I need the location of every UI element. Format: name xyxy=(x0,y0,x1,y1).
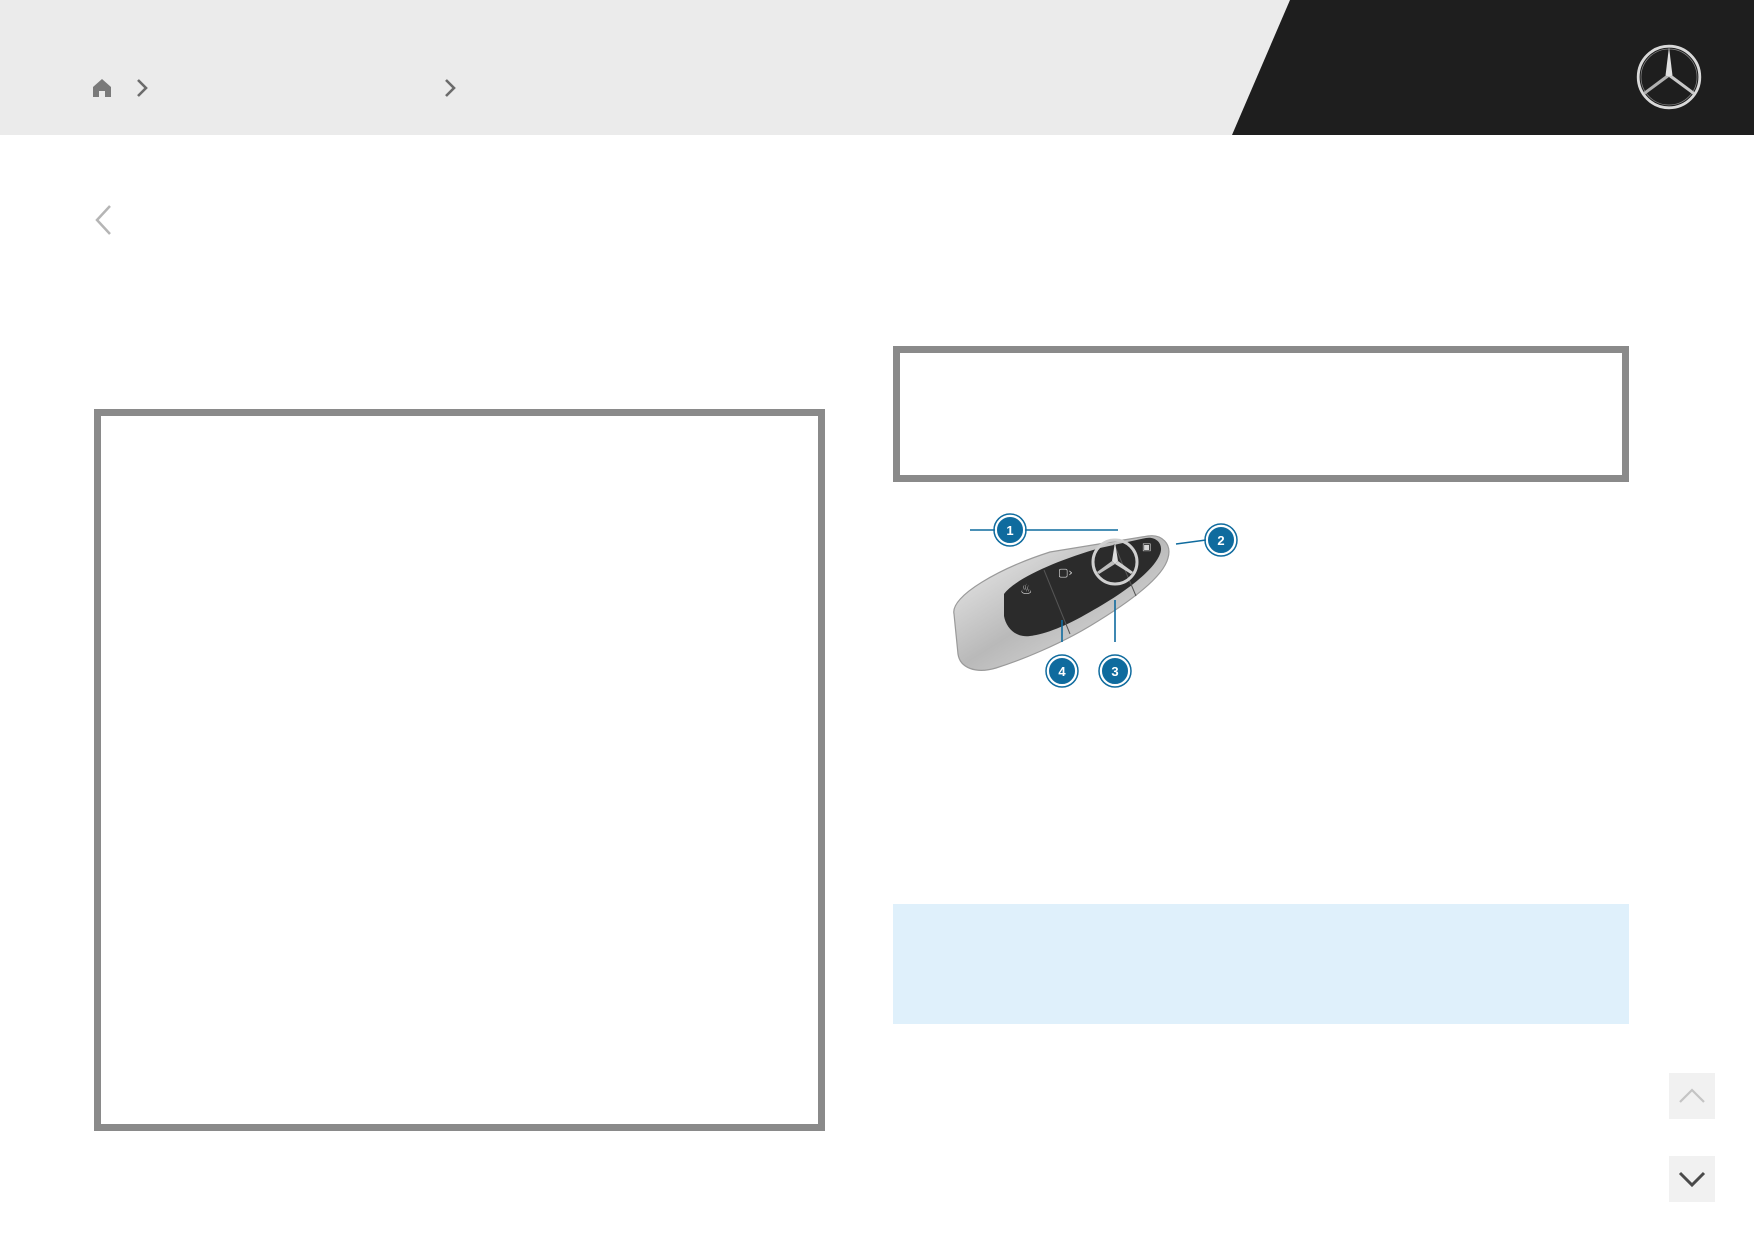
callout-4: 4 xyxy=(1045,654,1079,688)
svg-text:▣: ▣ xyxy=(1142,542,1151,553)
key-fob-icon: ▢› ♨ ▣ xyxy=(953,535,1170,671)
info-box xyxy=(893,904,1629,1024)
scroll-up-button[interactable] xyxy=(1669,1073,1715,1119)
chevron-right-icon xyxy=(440,76,460,100)
breadcrumb xyxy=(90,72,730,104)
svg-text:♨: ♨ xyxy=(1020,582,1033,598)
key-fob-illustration: ▢› ♨ ▣ 1 2 3 4 xyxy=(953,513,1238,688)
chevron-right-icon xyxy=(132,76,152,100)
back-chevron-icon[interactable] xyxy=(90,202,116,238)
svg-text:2: 2 xyxy=(1217,533,1224,548)
svg-text:4: 4 xyxy=(1058,664,1066,679)
scroll-down-button[interactable] xyxy=(1669,1156,1715,1202)
content-panel-left xyxy=(94,409,825,1131)
header-dark-panel xyxy=(1232,0,1754,135)
svg-text:3: 3 xyxy=(1111,664,1118,679)
brand-logo xyxy=(1636,44,1702,110)
svg-text:1: 1 xyxy=(1006,523,1013,538)
page-header xyxy=(0,0,1754,135)
content-panel-top-right xyxy=(893,346,1629,482)
callout-3: 3 xyxy=(1098,654,1132,688)
home-icon[interactable] xyxy=(90,76,114,100)
chevron-down-icon xyxy=(1678,1171,1706,1188)
callout-1: 1 xyxy=(993,513,1027,547)
callout-2: 2 xyxy=(1204,523,1238,557)
svg-text:▢›: ▢› xyxy=(1058,566,1073,579)
chevron-up-icon xyxy=(1679,1088,1705,1103)
